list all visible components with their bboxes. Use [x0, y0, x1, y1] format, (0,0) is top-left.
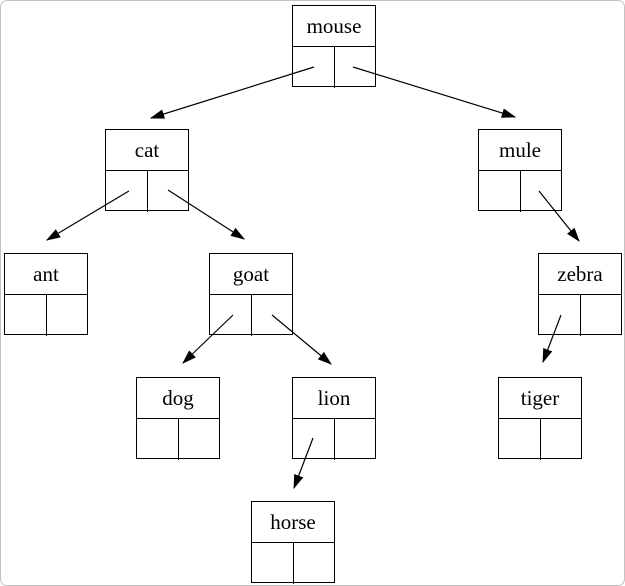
node-label: ant — [5, 254, 87, 295]
edge-mouse-left-to-cat — [149, 66, 315, 119]
node-label: lion — [293, 378, 375, 419]
right-pointer-cell — [581, 295, 622, 336]
tree-node-goat: goat — [209, 253, 293, 336]
left-pointer-cell — [252, 543, 294, 584]
right-pointer-cell — [541, 419, 582, 460]
pointer-cells — [5, 295, 87, 336]
pointer-cells — [210, 295, 292, 336]
pointer-cells — [106, 171, 188, 212]
right-pointer-cell — [521, 171, 562, 212]
edge-mouse-right-to-mule — [352, 66, 517, 118]
tree-node-tiger: tiger — [498, 377, 582, 460]
node-label: mule — [479, 130, 561, 171]
left-pointer-cell — [137, 419, 179, 460]
node-label: dog — [137, 378, 219, 419]
tree-node-dog: dog — [136, 377, 220, 460]
node-label: tiger — [499, 378, 581, 419]
pointer-cells — [293, 419, 375, 460]
left-pointer-cell — [5, 295, 47, 336]
right-pointer-cell — [252, 295, 293, 336]
pointer-cells — [499, 419, 581, 460]
tree-node-cat: cat — [105, 129, 189, 212]
left-pointer-cell — [293, 419, 335, 460]
node-label: horse — [252, 502, 334, 543]
node-label: cat — [106, 130, 188, 171]
tree-node-lion: lion — [292, 377, 376, 460]
node-label: mouse — [293, 6, 375, 47]
right-pointer-cell — [335, 47, 376, 88]
pointer-cells — [252, 543, 334, 584]
right-pointer-cell — [148, 171, 189, 212]
pointer-cells — [539, 295, 621, 336]
left-pointer-cell — [479, 171, 521, 212]
pointer-cells — [137, 419, 219, 460]
left-pointer-cell — [210, 295, 252, 336]
left-pointer-cell — [499, 419, 541, 460]
right-pointer-cell — [47, 295, 88, 336]
right-pointer-cell — [294, 543, 335, 584]
node-label: goat — [210, 254, 292, 295]
right-pointer-cell — [335, 419, 376, 460]
tree-node-mouse: mouse — [292, 5, 376, 88]
pointer-cells — [293, 47, 375, 88]
left-pointer-cell — [293, 47, 335, 88]
pointer-cells — [479, 171, 561, 212]
tree-node-zebra: zebra — [538, 253, 622, 336]
tree-node-ant: ant — [4, 253, 88, 336]
right-pointer-cell — [179, 419, 220, 460]
tree-node-horse: horse — [251, 501, 335, 584]
left-pointer-cell — [539, 295, 581, 336]
tree-node-mule: mule — [478, 129, 562, 212]
left-pointer-cell — [106, 171, 148, 212]
node-label: zebra — [539, 254, 621, 295]
